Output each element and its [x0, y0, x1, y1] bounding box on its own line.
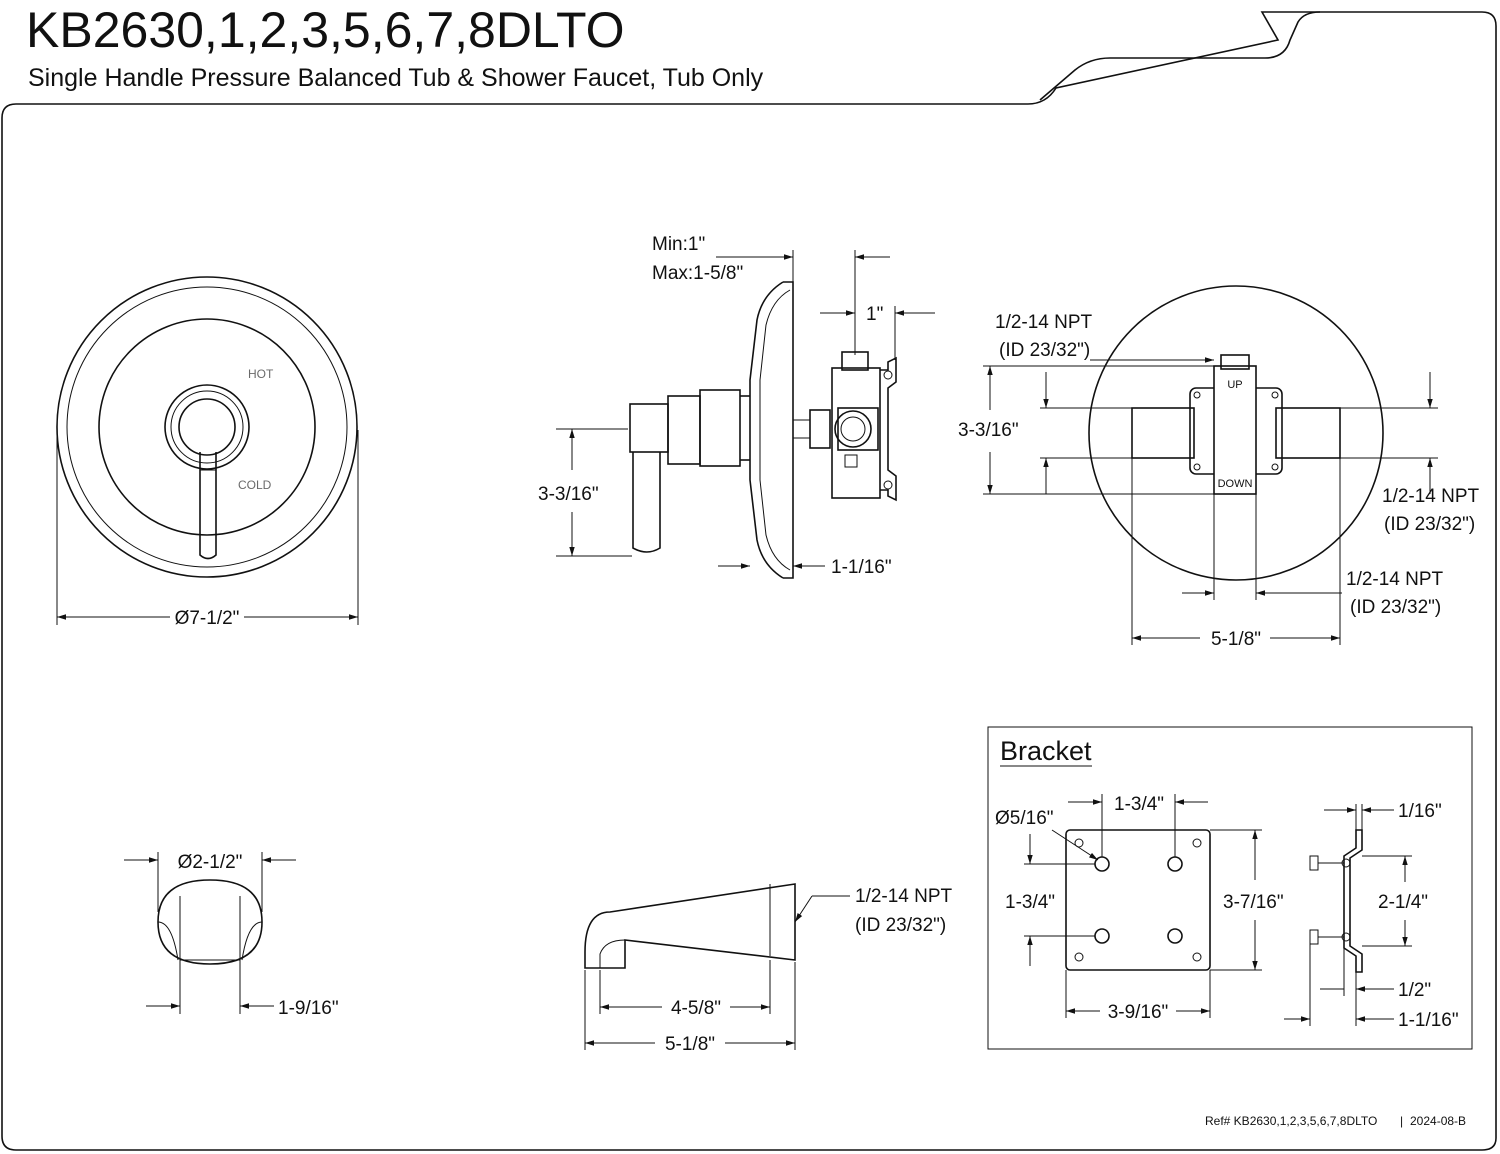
side-depth-label: 1" [866, 304, 883, 325]
spout-npt-label: 1/2-14 NPT [855, 886, 953, 907]
drawing-frame [1, 11, 1497, 1151]
plate-thickness-label: 1-1/16" [831, 557, 892, 578]
bracket-width-label: 3-9/16" [1108, 1002, 1169, 1023]
bracket-title: Bracket [1000, 736, 1092, 766]
bracket-height-label: 3-7/16" [1223, 892, 1284, 913]
bracket-thickness-label: 1/16" [1398, 801, 1442, 822]
bracket-left-spacing-label: 1-3/4" [1005, 892, 1055, 913]
rear-height-label: 3-3/16" [958, 420, 1019, 441]
min-depth-label: Min:1" [652, 234, 705, 255]
bracket-depth-label: 1-1/16" [1398, 1010, 1459, 1031]
rear-top-npt-label: 1/2-14 NPT [995, 312, 1093, 333]
front-view-trim: HOT COLD Ø7-1/2" [56, 276, 359, 629]
max-depth-label: Max:1-5/8" [652, 263, 743, 284]
rear-right-id-label: (ID 23/32") [1384, 514, 1475, 535]
header: KB2630,1,2,3,5,6,7,8DLTO Single Handle P… [26, 2, 764, 92]
footer-separator: | [1400, 1114, 1403, 1128]
rear-bottom-id-label: (ID 23/32") [1350, 597, 1441, 618]
frame-tab [1039, 11, 1321, 101]
spout-width-label: 1-9/16" [278, 998, 339, 1019]
drawing-title: KB2630,1,2,3,5,6,7,8DLTO [26, 2, 625, 58]
footer: Ref# KB2630,1,2,3,5,6,7,8DLTO | 2024-08-… [1205, 1114, 1466, 1128]
spout-diameter-label: Ø2-1/2" [178, 852, 243, 873]
bracket-stud-spacing-label: 2-1/4" [1378, 892, 1428, 913]
up-label: UP [1227, 379, 1242, 391]
bracket-top-spacing-label: 1-3/4" [1114, 794, 1164, 815]
rear-bottom-npt-label: 1/2-14 NPT [1346, 569, 1444, 590]
spout-side-view: 1/2-14 NPT (ID 23/32") 4-5/8" 5-1/8" [584, 883, 953, 1055]
reference-number: Ref# KB2630,1,2,3,5,6,7,8DLTO [1205, 1114, 1377, 1128]
drawing-subtitle: Single Handle Pressure Balanced Tub & Sh… [28, 64, 764, 92]
side-view-valve: Min:1" Max:1-5/8" 1" 3-3/16" 1-1/16" [538, 234, 935, 579]
down-label: DOWN [1218, 478, 1253, 490]
hot-label: HOT [248, 367, 274, 381]
spout-inner-length-label: 4-5/8" [671, 998, 721, 1019]
bracket-detail: Bracket Ø5/16" 1-3/4" 1-3/4" 3-7/16" [987, 726, 1473, 1050]
spout-id-label: (ID 23/32") [855, 915, 946, 936]
bracket-hole-label: Ø5/16" [995, 808, 1054, 829]
trim-diameter-label: Ø7-1/2" [175, 608, 240, 629]
rear-top-id-label: (ID 23/32") [999, 340, 1090, 361]
rear-width-label: 5-1/8" [1211, 629, 1261, 650]
spout-front-view: Ø2-1/2" 1-9/16" [124, 852, 339, 1019]
side-height-label: 3-3/16" [538, 484, 599, 505]
cold-label: COLD [238, 478, 272, 492]
spout-outer-length-label: 5-1/8" [665, 1034, 715, 1055]
rear-right-npt-label: 1/2-14 NPT [1382, 486, 1480, 507]
bracket-offset-label: 1/2" [1398, 980, 1431, 1001]
rear-view-valve: UP DOWN 1/2-14 NPT (ID 23/32") 3-3/16" 1… [958, 285, 1480, 650]
revision-code: 2024-08-B [1410, 1114, 1466, 1128]
